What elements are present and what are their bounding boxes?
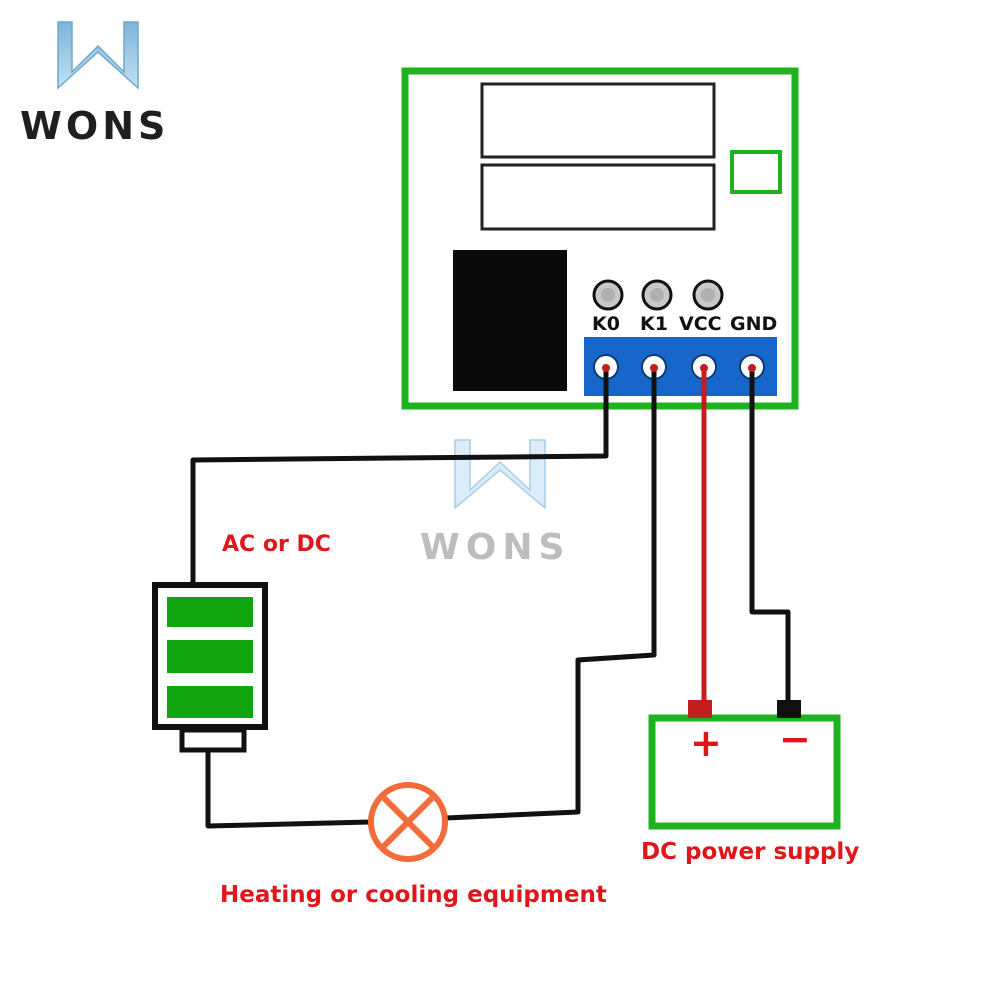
watermark-text: WONS — [420, 527, 571, 568]
supply-label: DC power supply — [641, 839, 860, 865]
logo-icon — [57, 21, 139, 90]
pin-label-gnd: GND — [730, 313, 778, 335]
wire-k0 — [190, 368, 609, 590]
wire-k1 — [445, 368, 657, 821]
pin-headers — [592, 279, 724, 311]
display-upper — [480, 82, 716, 159]
board-indicator — [730, 150, 782, 194]
display-lower — [480, 163, 716, 231]
pin-label-k0: K0 — [592, 313, 620, 335]
battery-icon — [152, 582, 268, 753]
source-label: AC or DC — [222, 532, 331, 557]
plus-sign: + — [690, 721, 722, 765]
pin-label-vcc: VCC — [679, 313, 722, 335]
dc-power-supply — [648, 700, 841, 830]
relay-icon — [453, 250, 567, 391]
load-label: Heating or cooling equipment — [220, 882, 607, 908]
minus-sign: − — [779, 717, 811, 761]
brand-name: WONS — [20, 104, 170, 148]
watermark-logo-icon — [454, 439, 546, 510]
lamp-icon — [368, 782, 448, 862]
pin-label-k1: K1 — [640, 313, 668, 335]
wire-gnd — [749, 368, 791, 704]
wire-source-to-lamp — [205, 752, 371, 829]
